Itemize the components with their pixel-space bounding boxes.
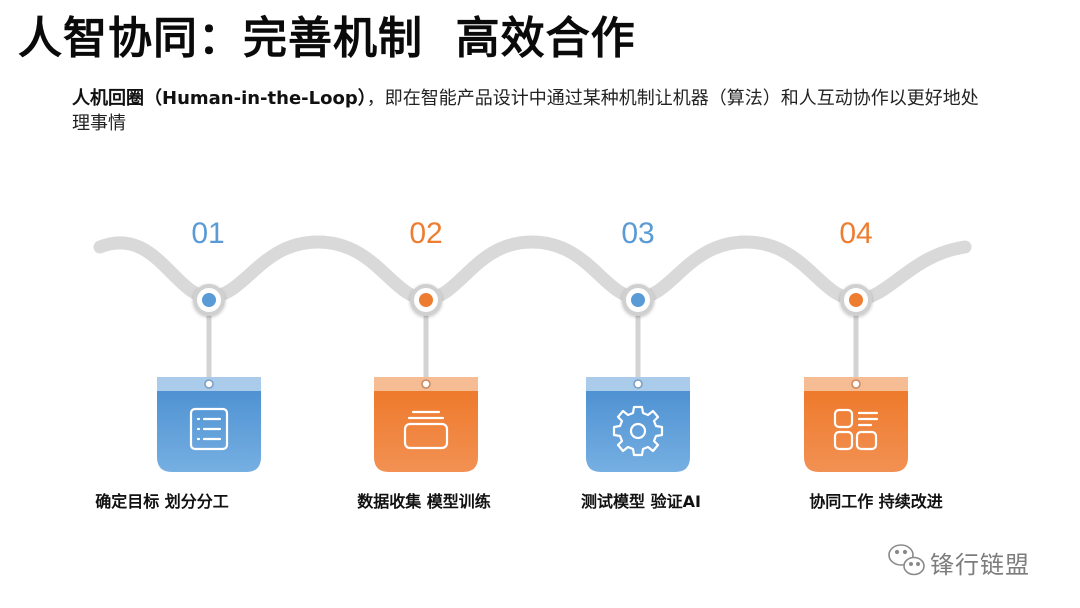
- node-dot: [202, 293, 216, 307]
- wechat-logo-icon: [888, 544, 925, 576]
- step-number-01: 01: [191, 217, 225, 250]
- wave-line: [93, 235, 972, 307]
- step-03: [586, 284, 690, 472]
- card-pin: [204, 379, 214, 389]
- step-02: [374, 284, 478, 472]
- step-label-04: 协同工作 持续改进: [809, 492, 943, 511]
- step-number-02: 02: [409, 217, 443, 250]
- card: [374, 391, 478, 472]
- card: [804, 391, 908, 472]
- description-text: ，即在智能产品设计中通过某种机制让机器（算法）和人互动协作以更好地处理事情: [72, 88, 979, 134]
- card-pin: [421, 379, 431, 389]
- step-04: [804, 284, 908, 472]
- step-label-01: 确定目标 划分分工: [95, 492, 229, 511]
- gear-icon: [612, 405, 664, 457]
- step-number-03: 03: [621, 217, 655, 250]
- card: [157, 391, 261, 472]
- step-label-03: 测试模型 验证AI: [581, 492, 701, 511]
- node-dot: [849, 293, 863, 307]
- card: [586, 391, 690, 472]
- watermark: 锋行链盟: [930, 551, 1030, 579]
- step-label-02: 数据收集 模型训练: [357, 492, 491, 511]
- description: 人机回圈（Human-in-the-Loop），即在智能产品设计中通过某种机制让…: [72, 86, 982, 136]
- step-number-04: 04: [839, 217, 873, 250]
- node-dot: [419, 293, 433, 307]
- card-pin: [633, 379, 643, 389]
- page-title: 人智协同：完善机制 高效合作: [18, 13, 636, 64]
- stacked-tray-icon: [403, 410, 449, 450]
- grid-layout-icon: [833, 408, 879, 451]
- document-list-icon: [189, 407, 229, 451]
- node-dot: [631, 293, 645, 307]
- step-01: [157, 284, 261, 472]
- card-pin: [851, 379, 861, 389]
- description-term: 人机回圈（Human-in-the-Loop）: [72, 88, 367, 109]
